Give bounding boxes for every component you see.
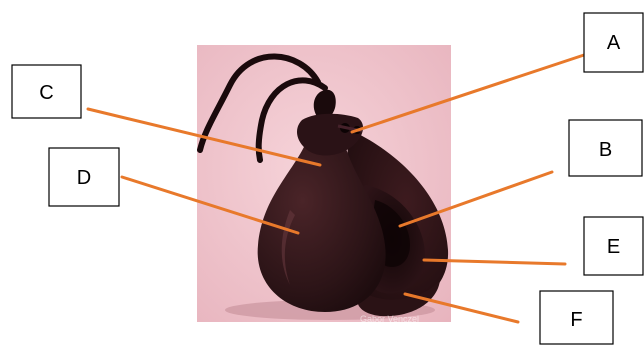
- label-e-text: E: [607, 236, 620, 258]
- label-e: E: [584, 217, 643, 275]
- label-d: D: [49, 148, 119, 206]
- photo-watermark: Gabor Venczel: [360, 314, 419, 324]
- label-f-text: F: [570, 309, 582, 331]
- label-b-text: B: [599, 139, 612, 161]
- label-a-text: A: [607, 32, 621, 54]
- label-b: B: [569, 120, 642, 176]
- label-d-text: D: [77, 167, 91, 189]
- label-c: C: [12, 65, 81, 118]
- label-a: A: [584, 13, 643, 72]
- label-c-text: C: [39, 82, 53, 104]
- label-f: F: [540, 291, 613, 344]
- castanet-photo: Gabor Venczel: [197, 45, 451, 324]
